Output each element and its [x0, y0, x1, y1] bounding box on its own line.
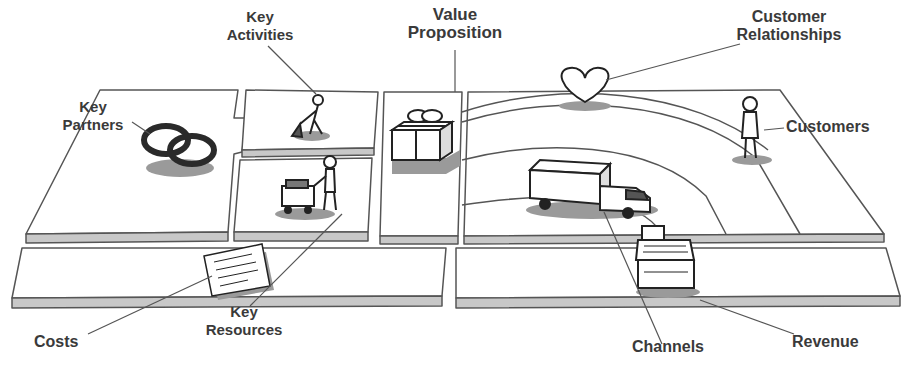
resource-icon — [275, 156, 336, 220]
ribbon — [398, 126, 446, 160]
section-label: Key Activities — [218, 8, 302, 44]
wheel — [305, 207, 311, 213]
leader-line — [250, 214, 342, 306]
section-label: Costs — [34, 333, 104, 351]
worker-icon — [292, 95, 330, 141]
shadow — [732, 155, 772, 165]
gift-icon — [392, 110, 460, 174]
cargo — [286, 180, 308, 188]
display — [642, 226, 664, 240]
leader-line — [88, 276, 212, 334]
section-label: Channels — [632, 338, 728, 356]
invoice-icon — [204, 244, 274, 300]
rings-icon — [144, 126, 214, 177]
section-label: Key Resources — [196, 303, 292, 339]
leader-line — [454, 50, 455, 92]
panel-edge — [456, 296, 900, 308]
relationship-arc — [462, 105, 800, 234]
heart — [562, 68, 609, 102]
box-side — [440, 122, 452, 160]
activities-panel — [242, 90, 378, 150]
text-lines — [214, 254, 258, 286]
value-panel — [380, 92, 462, 236]
leader-line — [700, 300, 794, 334]
truck-icon — [526, 160, 658, 219]
window — [626, 190, 648, 200]
key-rows — [643, 246, 688, 272]
customer-icon — [732, 97, 772, 165]
section-label: Customers — [786, 118, 890, 136]
ring — [170, 136, 214, 164]
panel-edge — [242, 148, 374, 157]
head — [324, 156, 336, 168]
bow — [422, 110, 442, 122]
wheel — [285, 207, 291, 213]
heart-icon — [559, 68, 611, 111]
panel-arcs — [462, 94, 800, 234]
panel-edge — [380, 236, 458, 244]
relationship-arc — [462, 94, 768, 150]
resources-panel — [234, 158, 372, 232]
broom — [292, 124, 302, 137]
panel-edge — [26, 232, 228, 243]
paper — [204, 244, 270, 296]
trailer-side — [530, 170, 600, 204]
section-label: Key Partners — [52, 98, 134, 134]
section-label: Customer Relationships — [704, 8, 874, 44]
body — [325, 169, 335, 192]
drawer — [638, 260, 694, 288]
wheel — [623, 208, 633, 218]
head — [313, 95, 323, 105]
leader-line — [764, 128, 784, 130]
shadow — [275, 208, 335, 220]
limbs — [314, 176, 336, 210]
section-label: Value Proposition — [392, 6, 518, 42]
section-label: Revenue — [792, 333, 892, 351]
customer-panel — [464, 90, 884, 236]
partners-panel — [26, 90, 246, 234]
body — [300, 105, 322, 134]
keys — [636, 240, 694, 260]
leader-line — [606, 44, 740, 80]
panels — [12, 90, 900, 308]
leader-line — [604, 212, 662, 344]
leader-lines — [88, 44, 794, 344]
leader-line — [268, 46, 316, 94]
body — [742, 112, 758, 138]
head — [743, 97, 757, 111]
panel-edge — [234, 232, 368, 241]
wheel — [540, 199, 550, 209]
register-icon — [636, 226, 700, 298]
leader-line — [132, 122, 150, 134]
legs — [745, 138, 756, 158]
channel-arc — [462, 148, 726, 234]
